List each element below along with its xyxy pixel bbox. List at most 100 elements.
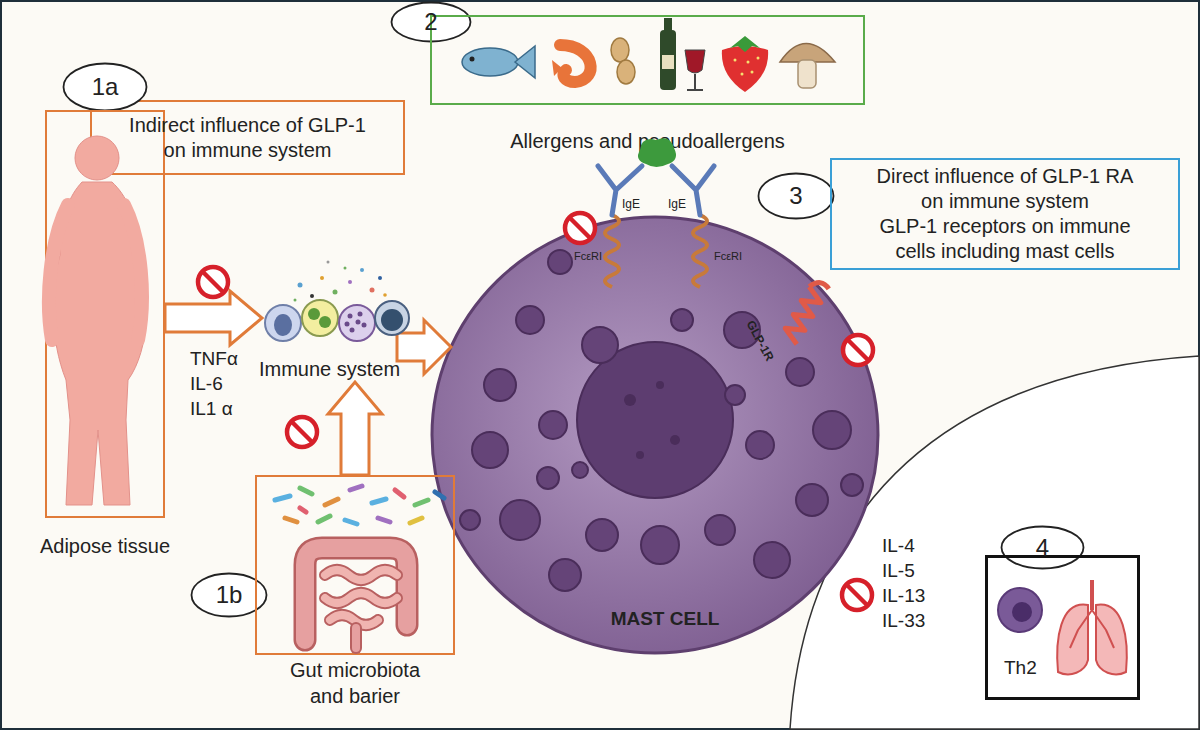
prohibition-sign <box>843 335 873 365</box>
mast-cell-interior <box>537 467 559 489</box>
prohibition-sign <box>848 340 868 360</box>
body-silhouette <box>49 136 147 505</box>
fceri-receptor <box>605 215 707 287</box>
prohibition-sign <box>565 213 595 243</box>
mast-cell-interior <box>841 474 863 496</box>
callout-number: 1a <box>92 72 119 102</box>
th2-illustration <box>1096 605 1127 675</box>
food-icons <box>462 48 518 76</box>
food-icons <box>687 89 703 91</box>
mast-cell: MAST CELL <box>430 215 880 655</box>
cell-label: Th2 <box>1004 656 1037 680</box>
mast-cell-interior <box>516 306 544 334</box>
cytokine-label: IL-33 <box>882 610 925 632</box>
immune-cell-icons <box>320 276 324 280</box>
body-silhouette <box>53 182 147 505</box>
gut-illustration <box>300 488 312 494</box>
immune-cell-icons <box>327 261 330 264</box>
glp1-receptor <box>781 278 829 344</box>
callout-oval: 3 <box>757 172 835 220</box>
mast-cell-interior <box>786 358 814 386</box>
callout-number: 4 <box>1036 533 1049 563</box>
callout-number: 1b <box>216 580 243 610</box>
mast-cell-interior <box>549 559 581 591</box>
cytokine-label: IL-5 <box>882 560 915 582</box>
immune-cell-icons <box>345 322 350 327</box>
immune-group: Immune system <box>262 262 397 382</box>
th2-illustration <box>1057 605 1088 675</box>
immune-cell-icons <box>344 267 347 270</box>
gut-illustration <box>378 518 390 522</box>
immune-cell-icons <box>358 312 363 317</box>
gut-illustration <box>325 499 338 505</box>
gut-illustration <box>345 520 357 524</box>
mast-cell-interior <box>670 435 680 445</box>
cytokine-label: IL-13 <box>882 585 925 607</box>
oval-outline <box>1002 527 1084 569</box>
cytokine-label: IL-6 <box>190 373 223 395</box>
gut-illustration <box>352 628 360 648</box>
gut-illustration <box>305 548 407 640</box>
th2-illustration <box>1012 602 1032 622</box>
prohibition-sign <box>198 267 228 297</box>
gut-illustration <box>435 492 444 498</box>
mast-cell-interior <box>460 250 863 591</box>
food-icons <box>685 50 705 73</box>
food-icons <box>660 30 676 90</box>
immune-cell-icons <box>310 294 314 298</box>
mast-cell-interior <box>656 381 664 389</box>
immune-cell-icons <box>265 261 409 342</box>
food-icons <box>751 71 754 74</box>
glp1-receptor <box>781 287 825 344</box>
food-icons <box>552 60 562 76</box>
cell-outline <box>432 217 878 653</box>
ige-antibody <box>672 166 714 215</box>
food-icons <box>734 59 737 62</box>
food-icons <box>462 18 835 92</box>
gut-box: Gut microbiota and barier <box>255 475 455 655</box>
prohibition-sign <box>287 417 317 447</box>
food-icons <box>722 46 768 92</box>
mast-cell-interior <box>577 342 733 498</box>
food-icons <box>780 44 835 63</box>
prohibition-sign <box>843 335 873 365</box>
mast-cell-interior <box>754 542 790 578</box>
gut-illustration <box>275 486 444 648</box>
gut-illustration <box>415 500 428 505</box>
mast-cell-interior <box>725 385 745 405</box>
food-icons <box>730 36 760 52</box>
gut-illustration <box>325 570 397 625</box>
gut-illustration <box>410 518 422 523</box>
prohibition-sign <box>565 213 595 243</box>
cell-caption: MAST CELL <box>450 607 880 631</box>
gut-illustration <box>305 548 407 640</box>
food-icons <box>757 57 760 60</box>
food-icons <box>515 46 535 78</box>
immune-cell-icons <box>378 276 382 280</box>
immune-cell-icons <box>381 309 403 331</box>
cytokine-label: TNFα <box>190 348 238 370</box>
box-caption: Adipose tissue <box>40 534 170 559</box>
immune-cell-icons <box>375 301 409 335</box>
oval-outline <box>64 64 147 111</box>
food-icons <box>694 74 696 90</box>
immune-cell-icons <box>274 314 292 336</box>
glp1-receptor <box>809 278 829 295</box>
immune-cell-icons <box>348 280 352 284</box>
block-arrow <box>397 320 451 374</box>
gut-illustration <box>325 570 397 625</box>
mast-cell-interior <box>671 309 693 331</box>
ige-antibody <box>598 166 642 215</box>
mast-cell-interior <box>582 327 618 363</box>
mast-cell-interior <box>460 510 480 530</box>
gut-illustration <box>350 628 362 648</box>
gut-illustration <box>285 518 297 522</box>
immune-cell-icons <box>360 268 364 272</box>
prohibition-sign <box>198 267 228 297</box>
th2-illustration <box>1070 610 1114 648</box>
food-icons <box>798 60 816 88</box>
callout-oval: 4 <box>1000 525 1085 570</box>
mast-cell-interior <box>484 369 516 401</box>
